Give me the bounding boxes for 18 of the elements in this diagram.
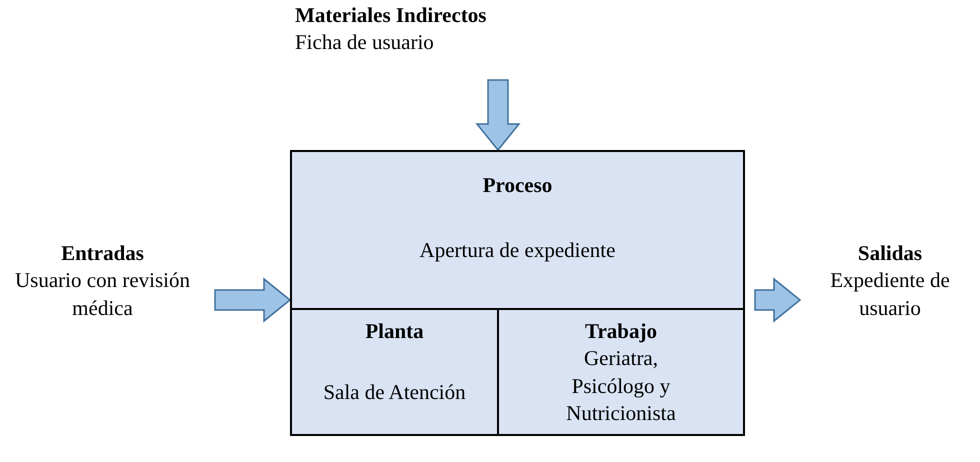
process-box [290, 150, 745, 310]
plant-box [290, 308, 499, 436]
node-heading: Materiales Indirectos [295, 2, 486, 29]
node-heading: Proceso [482, 172, 552, 199]
node-text: Apertura de expediente [420, 237, 616, 264]
node-text: Ficha de usuario [295, 29, 434, 56]
block-arrow [754, 277, 802, 323]
node-text: Expediente de usuario [829, 267, 951, 322]
block-arrow [214, 277, 292, 323]
node-text: Sala de Atención [323, 379, 466, 406]
node-heading: Entradas [61, 240, 144, 267]
work-box [497, 308, 745, 436]
node-heading: Salidas [858, 240, 922, 267]
node-heading: Trabajo [585, 318, 657, 345]
node-heading: Planta [365, 318, 424, 345]
node-text: Geriatra, Psicólogo y Nutricionista [565, 345, 677, 427]
block-arrow [475, 79, 521, 152]
node-text: Usuario con revisión médica [14, 267, 191, 322]
